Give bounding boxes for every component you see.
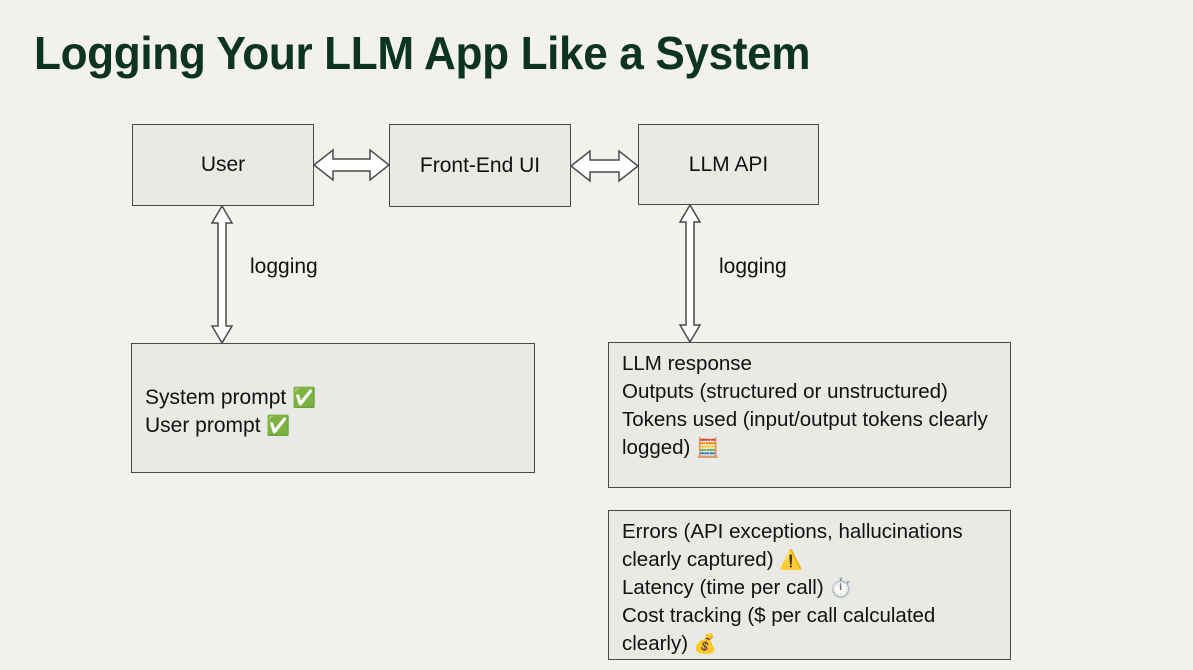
prompts-line-1-text: System prompt <box>145 386 287 409</box>
list-item: System prompt ✅ <box>145 384 316 412</box>
edge-label-logging-left: logging <box>250 255 318 278</box>
list-item: User prompt ✅ <box>145 412 316 440</box>
node-errors-logged[interactable]: Errors (API exceptions, hallucinations c… <box>608 510 1011 660</box>
response-line-1: LLM response <box>622 352 752 375</box>
node-user[interactable]: User <box>132 124 314 206</box>
node-frontend-ui-label: Front-End UI <box>419 153 541 177</box>
response-line-3: Tokens used (input/output tokens clearly… <box>622 407 988 459</box>
errors-line-3: Cost tracking ($ per call calculated cle… <box>622 603 936 655</box>
list-item: Cost tracking ($ per call calculated cle… <box>622 602 998 658</box>
node-user-label: User <box>200 153 246 176</box>
node-llm-api-label: LLM API <box>688 152 769 176</box>
errors-line-2: Latency (time per call) <box>622 575 824 599</box>
page-title: Logging Your LLM App Like a System <box>34 27 811 79</box>
check-mark-icon: ✅ <box>266 413 291 437</box>
arrow-logging-left <box>210 204 234 345</box>
edge-label-logging-right: logging <box>719 255 787 278</box>
stopwatch-icon: ⏱️ <box>829 576 853 599</box>
list-item: Errors (API exceptions, hallucinations c… <box>622 518 998 574</box>
node-llm-response-logged[interactable]: LLM response Outputs (structured or unst… <box>608 342 1011 488</box>
arrow-user-frontend <box>312 148 391 182</box>
prompts-line-2-text: User prompt <box>145 413 261 437</box>
check-mark-icon: ✅ <box>292 386 317 409</box>
list-item: Latency (time per call) ⏱️ <box>622 574 998 602</box>
response-line-2: Outputs (structured or unstructured) <box>622 379 948 403</box>
abacus-icon: 🧮 <box>696 436 720 459</box>
errors-line-1: Errors (API exceptions, hallucinations c… <box>622 520 963 571</box>
warning-icon: ⚠️ <box>779 548 803 571</box>
node-llm-api[interactable]: LLM API <box>638 124 819 205</box>
money-bag-icon: 💰 <box>693 632 718 655</box>
arrow-frontend-llmapi <box>569 149 640 183</box>
list-item: Outputs (structured or unstructured) <box>622 378 998 406</box>
list-item: LLM response <box>622 350 998 378</box>
node-frontend-ui[interactable]: Front-End UI <box>389 124 571 207</box>
arrow-logging-right <box>678 203 702 344</box>
list-item: Tokens used (input/output tokens clearly… <box>622 406 998 462</box>
node-prompts-logged[interactable]: System prompt ✅ User prompt ✅ <box>131 343 535 473</box>
